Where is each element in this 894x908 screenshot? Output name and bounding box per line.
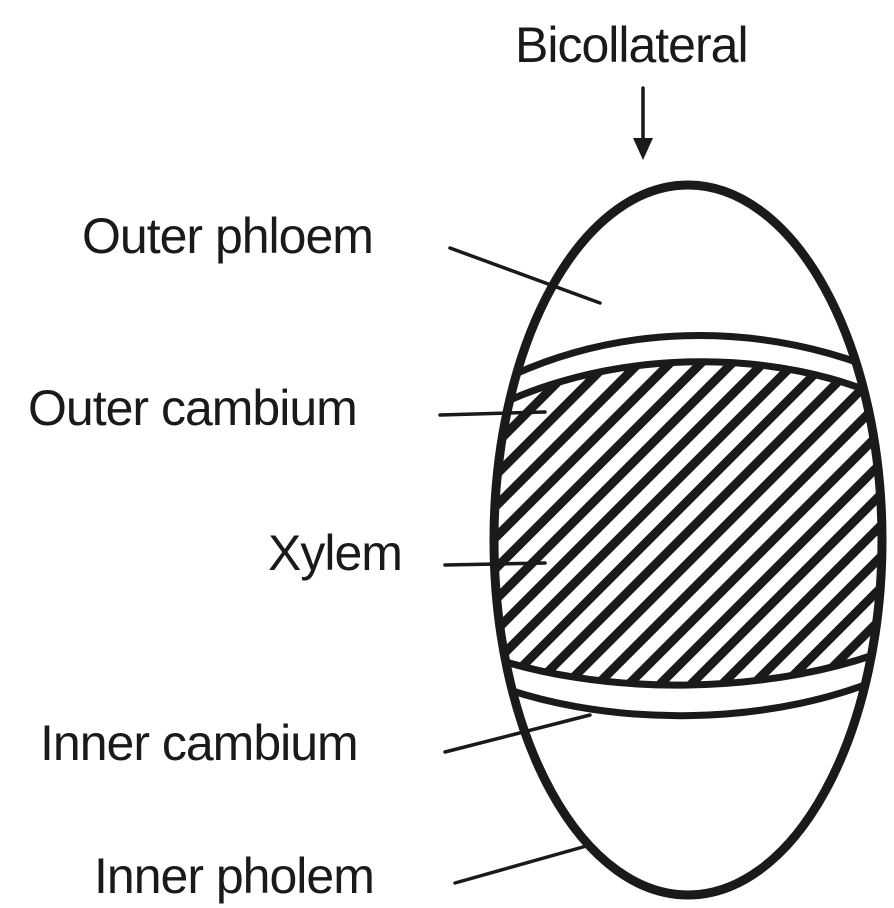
label-outer-cambium: Outer cambium	[28, 380, 357, 436]
leader-outer-phloem	[450, 248, 600, 303]
xylem-region	[470, 362, 894, 685]
diagram-title: Bicollateral	[515, 17, 748, 73]
down-arrow-icon	[633, 88, 653, 160]
label-inner-cambium: Inner cambium	[40, 715, 358, 771]
label-inner-phloem: Inner pholem	[94, 848, 374, 904]
leader-inner-phloem	[455, 845, 590, 883]
label-xylem: Xylem	[268, 525, 402, 581]
leader-xylem	[445, 563, 545, 565]
label-outer-phloem: Outer phloem	[82, 208, 373, 264]
